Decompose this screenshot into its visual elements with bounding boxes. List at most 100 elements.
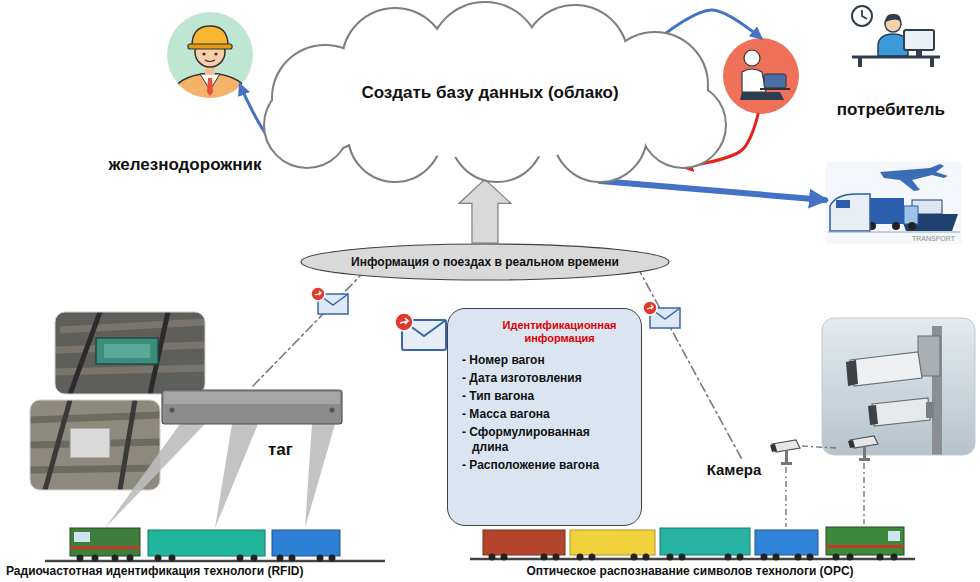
rfid-tag (162, 390, 342, 424)
flow-arrow (600, 181, 825, 200)
worker-icon (205, 60, 215, 62)
train-left (112, 555, 119, 562)
rfid-tag (170, 408, 175, 413)
flow-arrow (665, 10, 761, 38)
message-icon (643, 301, 680, 328)
camera-photo (872, 398, 930, 426)
cloud-shape (298, 48, 688, 158)
cloud-label: Создать базу данных (облако) (361, 83, 618, 103)
train-right (501, 554, 508, 561)
transport-image (908, 222, 916, 230)
caption: Оптическое распознавание символов технол… (470, 564, 910, 579)
message-icon (400, 318, 408, 324)
train-right (660, 528, 750, 555)
track-photo (30, 415, 160, 470)
camera-icon (863, 463, 864, 524)
track-photo (30, 400, 160, 490)
rfid-tag (162, 390, 342, 424)
data-link (640, 272, 741, 458)
train-left (237, 555, 244, 562)
train-right (888, 531, 900, 541)
train-right (577, 554, 584, 561)
data-link (253, 276, 360, 386)
camera-icon (770, 444, 777, 452)
train-right (807, 554, 814, 561)
actor-label: железнодорожник (108, 155, 261, 175)
worker-icon (170, 73, 250, 100)
message-icon (643, 301, 657, 315)
train-right (679, 554, 686, 561)
consumer-icon (862, 10, 867, 19)
actor-label: потребитель (837, 100, 945, 120)
camera-icon (848, 440, 855, 448)
list-item: - Сформулированная длина (462, 425, 622, 455)
train-left (277, 555, 284, 562)
camera-icon (770, 440, 800, 465)
camera-label: Камера (707, 461, 762, 479)
transport-image (904, 206, 918, 224)
message-icon (311, 287, 325, 301)
transport-image (826, 162, 962, 244)
camera-icon (848, 436, 878, 461)
track-photo (96, 338, 158, 364)
camera-icon (781, 462, 792, 465)
radio-beam (105, 424, 335, 528)
camera-icon (785, 467, 786, 527)
camera-photo (850, 352, 922, 386)
train-right (877, 554, 884, 561)
train-left (329, 555, 336, 562)
train-left (45, 528, 385, 562)
track-photo (55, 312, 205, 394)
train-right (826, 545, 904, 548)
consumer-icon (852, 56, 940, 59)
transport-image (836, 200, 850, 208)
camera-icon (859, 458, 870, 461)
train-left (70, 546, 140, 549)
train-right (589, 554, 596, 561)
consumer-icon (916, 50, 922, 56)
list-item: - Дата изготовления (462, 371, 622, 386)
message-icon (395, 313, 413, 331)
rfid-tag (164, 392, 340, 404)
user-icon (740, 92, 784, 100)
consumer-icon (852, 6, 872, 26)
train-left (70, 528, 140, 556)
train-left (155, 555, 162, 562)
track-photo (30, 400, 160, 490)
train-right (667, 554, 674, 561)
camera-photo (822, 318, 975, 455)
train-right (773, 554, 780, 561)
message-icon (315, 291, 321, 295)
train-right (483, 530, 565, 555)
track-photo (55, 312, 205, 394)
train-right (489, 554, 898, 561)
train-right (833, 554, 840, 561)
worker-icon (192, 26, 228, 46)
transport-image (826, 162, 962, 244)
worker-icon (214, 52, 217, 55)
message-icon (311, 287, 348, 314)
train-left (92, 555, 99, 562)
list-item: - Номер вагон (462, 353, 622, 368)
track-photo (55, 312, 205, 394)
camera-photo (846, 360, 858, 386)
consumer-icon (885, 14, 901, 22)
consumer-icon (930, 57, 934, 67)
list-item: - Тип вагона (462, 389, 622, 404)
tag-label: таг (268, 440, 293, 460)
train-right (795, 554, 802, 561)
worker-icon (170, 73, 250, 100)
message-icon (395, 313, 446, 350)
train-left (317, 555, 324, 562)
camera-icon (802, 446, 836, 448)
train-left (77, 555, 84, 562)
train-right (725, 554, 732, 561)
train-right (847, 554, 854, 561)
transport-image (830, 194, 870, 231)
radio-beam (305, 424, 335, 528)
list-item: - Расположение вагона (462, 458, 622, 473)
box-heading: Идентификационная информация (462, 319, 631, 345)
caption-box: Радиочастотная идентификация технологи (… (6, 564, 386, 579)
